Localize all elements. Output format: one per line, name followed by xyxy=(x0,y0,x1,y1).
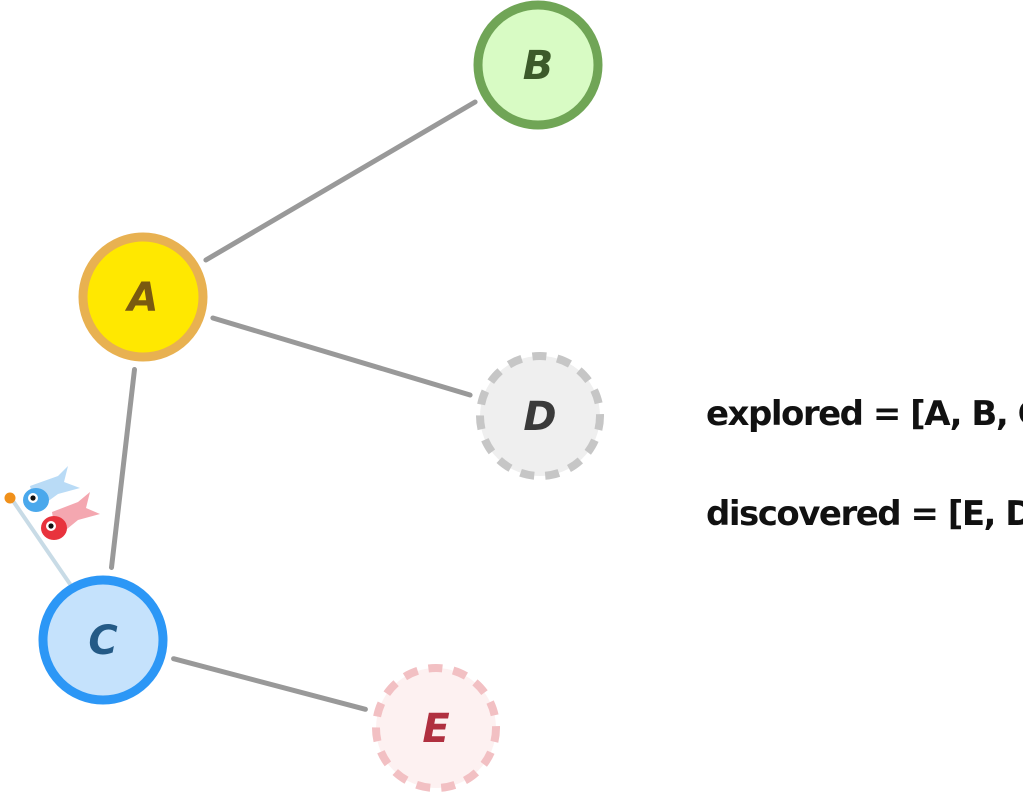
koinobori-flag-icon xyxy=(4,466,100,586)
blue-carp-icon xyxy=(23,466,80,512)
edges xyxy=(109,99,478,712)
edge-a-d xyxy=(210,315,473,398)
edge-c-e xyxy=(171,656,368,712)
node-e-circle xyxy=(372,664,500,792)
nodes: A B C D E xyxy=(38,0,604,792)
discovered-list-text: discovered = [E, D] xyxy=(706,494,1023,534)
red-carp-icon xyxy=(41,492,100,540)
node-a-circle xyxy=(78,232,208,362)
node-d-label: D xyxy=(523,394,556,440)
edge-a-b xyxy=(203,99,478,263)
node-a-label: A xyxy=(125,275,159,321)
node-d[interactable]: D xyxy=(476,352,604,480)
node-b-circle xyxy=(473,0,603,130)
node-d-circle xyxy=(476,352,604,480)
node-b-label: B xyxy=(523,43,554,89)
node-c[interactable]: C xyxy=(38,575,168,705)
edge-a-c xyxy=(109,367,137,570)
node-c-circle xyxy=(38,575,168,705)
node-e-label: E xyxy=(422,706,449,752)
node-c-label: C xyxy=(88,618,117,664)
explored-list-text: explored = [A, B, C] xyxy=(706,394,1023,434)
node-a[interactable]: A xyxy=(78,232,208,362)
node-b[interactable]: B xyxy=(473,0,603,130)
node-e[interactable]: E xyxy=(372,664,500,792)
